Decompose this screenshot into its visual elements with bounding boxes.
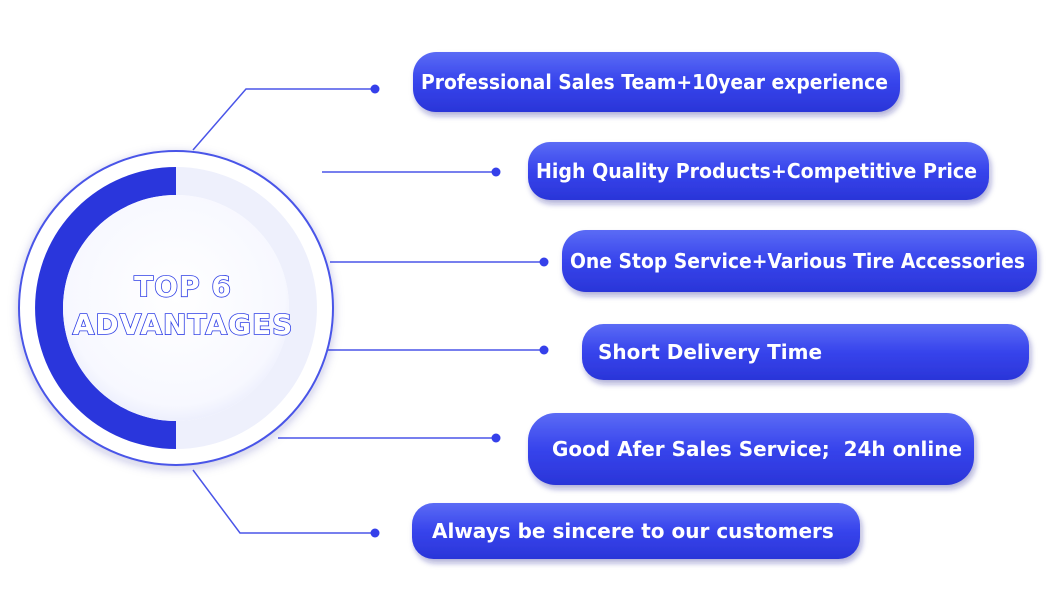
- advantage-item: One Stop Service+Various Tire Accessorie…: [562, 230, 1037, 292]
- connector-dot: [491, 167, 501, 177]
- connector-dot: [370, 528, 380, 538]
- advantage-pill: [562, 230, 1037, 292]
- advantage-item: Good Afer Sales Service; 24h online: [528, 413, 974, 485]
- advantage-label: Good Afer Sales Service; 24h online: [552, 437, 962, 461]
- advantage-label: Short Delivery Time: [598, 340, 822, 364]
- center-badge: TOP 6 ADVANTAGES: [18, 150, 334, 466]
- connector-dot: [539, 345, 549, 355]
- connector-line: [192, 469, 375, 534]
- advantage-pill: [412, 503, 860, 559]
- advantage-pill: [528, 413, 974, 485]
- title-line-1: TOP 6: [134, 270, 232, 303]
- advantage-item: High Quality Products+Competitive Price: [528, 142, 989, 200]
- advantage-pill: [582, 324, 1029, 380]
- title-line-2: ADVANTAGES: [73, 308, 294, 341]
- advantage-item: Professional Sales Team+10year experienc…: [413, 52, 900, 112]
- advantage-label: One Stop Service+Various Tire Accessorie…: [570, 249, 1025, 273]
- advantage-list: Professional Sales Team+10year experienc…: [412, 52, 1037, 559]
- advantage-item: Short Delivery Time: [582, 324, 1029, 380]
- advantage-pill: [413, 52, 900, 112]
- connector-dot: [491, 433, 501, 443]
- connector-dot: [370, 84, 380, 94]
- progress-arc: [35, 167, 176, 449]
- advantage-label: Always be sincere to our customers: [432, 519, 834, 543]
- advantage-pill: [528, 142, 989, 200]
- advantage-label: High Quality Products+Competitive Price: [536, 159, 977, 183]
- connector-lines: [192, 84, 549, 538]
- advantage-item: Always be sincere to our customers: [412, 503, 860, 559]
- connector-dot: [539, 257, 549, 267]
- inner-disc: [63, 195, 289, 421]
- track-arc: [176, 167, 317, 449]
- connector-line: [192, 88, 375, 151]
- advantage-label: Professional Sales Team+10year experienc…: [421, 70, 888, 94]
